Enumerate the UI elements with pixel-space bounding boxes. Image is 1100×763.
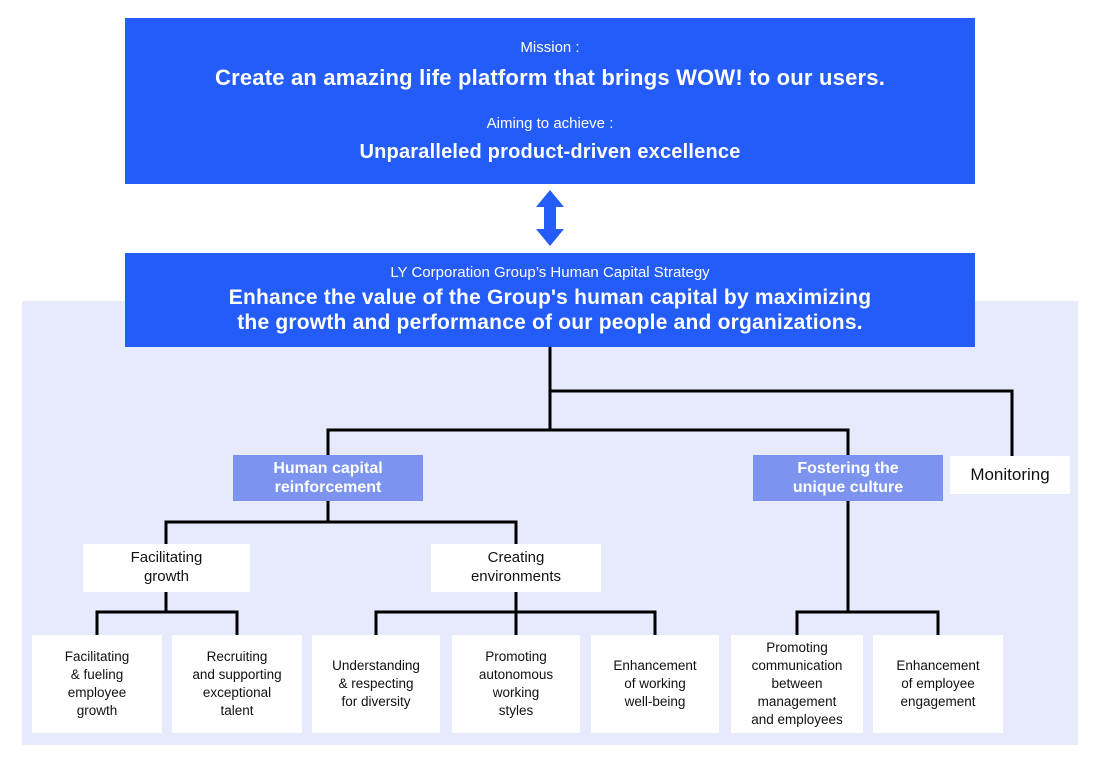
mission-box: Mission : Create an amazing life platfor…: [125, 18, 975, 184]
strategy-statement: Enhance the value of the Group's human c…: [228, 286, 872, 334]
node-human-capital-reinforcement: Human capital reinforcement: [233, 455, 423, 501]
strategy-box: LY Corporation Group’s Human Capital Str…: [125, 253, 975, 347]
strategy-title: LY Corporation Group’s Human Capital Str…: [390, 264, 710, 282]
leaf-understanding-respecting-diversity: Understanding & respecting for diversity: [312, 635, 440, 733]
leaf-facilitating-fueling-employee-growth: Facilitating & fueling employee growth: [32, 635, 162, 733]
aiming-statement: Unparalleled product-driven excellence: [359, 140, 741, 163]
node-creating-environments: Creating environments: [431, 544, 601, 592]
node-facilitating-growth: Facilitating growth: [83, 544, 250, 592]
node-monitoring: Monitoring: [950, 456, 1070, 494]
aiming-label: Aiming to achieve :: [486, 114, 614, 132]
up-down-arrow-icon: [535, 190, 565, 246]
leaf-recruiting-supporting-exceptional-talent: Recruiting and supporting exceptional ta…: [172, 635, 302, 733]
leaf-promoting-communication-management-employees: Promoting communication between manageme…: [731, 635, 863, 733]
node-fostering-unique-culture: Fostering the unique culture: [753, 455, 943, 501]
leaf-enhancement-working-well-being: Enhancement of working well-being: [591, 635, 719, 733]
mission-label: Mission :: [520, 38, 580, 56]
leaf-promoting-autonomous-working-styles: Promoting autonomous working styles: [452, 635, 580, 733]
leaf-enhancement-employee-engagement: Enhancement of employee engagement: [873, 635, 1003, 733]
mission-statement: Create an amazing life platform that bri…: [214, 64, 886, 90]
